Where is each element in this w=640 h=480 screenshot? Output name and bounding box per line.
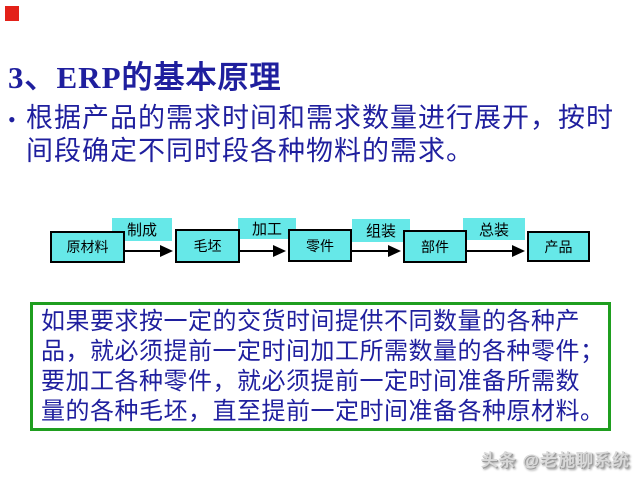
flow-arrow-head-icon: [160, 245, 173, 257]
flow-node-components: 部件: [403, 230, 467, 263]
intro-paragraph: 根据产品的需求时间和需求数量进行展开，按时 间段确定不同时段各种物料的需求。: [26, 102, 636, 168]
flow-node-products: 产品: [527, 231, 590, 262]
note-line: 要加工各种零件，就必须提前一定时间准备所需数: [41, 369, 580, 395]
note-line: 量的各种毛坯，直至提前一定时间准备各种原材料。: [41, 399, 605, 425]
accent-square: [5, 6, 19, 21]
page-title: 3、ERP的基本原理: [8, 60, 282, 95]
flow-arrow: [467, 250, 512, 252]
watermark: 头条 @老施聊系统: [480, 451, 630, 470]
flow-node-blanks: 毛坯: [175, 229, 240, 263]
intro-line: 间段确定不同时段各种物料的需求。: [26, 136, 474, 166]
flow-node-raw-materials: 原材料: [50, 231, 125, 263]
bullet-icon: •: [8, 107, 16, 132]
edge-label-making: 制成: [112, 218, 172, 241]
flow-node-parts: 零件: [288, 229, 352, 262]
flow-arrow-head-icon: [512, 245, 525, 257]
flow-arrow: [125, 250, 160, 252]
edge-label-final-assembly: 总装: [463, 218, 525, 240]
note-line: 如果要求按一定的交货时间提供不同数量的各种产: [41, 309, 580, 335]
edge-label-assembly: 组装: [352, 219, 410, 242]
flow-arrow-head-icon: [273, 245, 286, 257]
note-line: 品，就必须提前一定时间加工所需数量的各种零件；: [41, 339, 605, 365]
flow-arrow: [240, 250, 273, 252]
note-box: 如果要求按一定的交货时间提供不同数量的各种产 品，就必须提前一定时间加工所需数量…: [30, 302, 611, 431]
edge-label-machining: 加工: [238, 218, 296, 239]
flow-arrow-head-icon: [388, 245, 401, 257]
intro-line: 根据产品的需求时间和需求数量进行展开，按时: [26, 103, 614, 133]
flow-arrow: [352, 250, 388, 252]
